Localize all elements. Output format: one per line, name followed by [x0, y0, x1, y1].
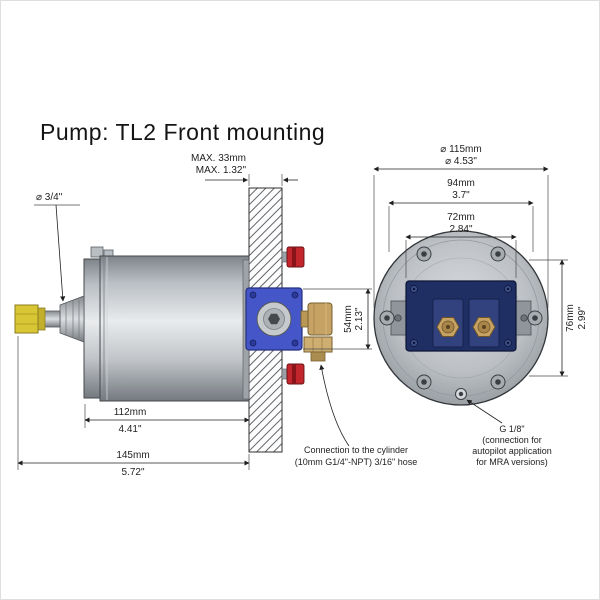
dim-bolt-circle: 94mm 3.7" [388, 178, 534, 252]
note-autopilot-connection: G 1/8" (connection for autopilot applica… [466, 399, 552, 467]
dim-body-length-in-label: 4.41" [118, 424, 141, 435]
autopilot-port [455, 388, 467, 400]
shaft-nut [14, 304, 39, 334]
flange-bolts [379, 246, 543, 390]
dim-bolt-circle-mm-label: 94mm [447, 178, 475, 189]
front-view: ⌀ 115mm ⌀ 4.53" 94mm 3.7" 72mm 2.84" 76m… [373, 144, 588, 406]
note-autopilot-line4: for MRA versions) [476, 457, 548, 467]
dim-block-height-in-label: 2.13" [354, 307, 365, 330]
block-screw [291, 339, 299, 347]
note-autopilot-line1: G 1/8" [499, 424, 524, 434]
dim-wall-thickness: MAX. 33mm MAX. 1.32" [191, 153, 298, 186]
flange-bolt [490, 246, 506, 262]
dim-shaft-dia-label: ⌀ 3/4" [36, 192, 63, 203]
mount-block [245, 287, 303, 351]
dim-plate-height-mm-label: 76mm [565, 304, 576, 332]
flange-bolt [379, 310, 395, 326]
dim-plate-width: 72mm 2.84" [405, 212, 517, 278]
dim-block-height-mm-label: 54mm [343, 305, 354, 333]
bleed-valve-top [281, 246, 305, 268]
flange-bolt [490, 374, 506, 390]
port-fittings [436, 317, 496, 337]
dim-flange-dia-mm-label: ⌀ 115mm [440, 144, 481, 155]
dim-body-length-mm-label: 112mm [114, 407, 147, 418]
flange-bolt [416, 246, 432, 262]
shaft-washer [37, 307, 46, 331]
dim-wall-in-label: MAX. 1.32" [196, 165, 247, 176]
dim-block-height: 54mm 2.13" [303, 288, 372, 350]
note-autopilot-line3: autopilot application [472, 446, 552, 456]
hose-stub [310, 351, 326, 362]
dim-flange-dia-in-label: ⌀ 4.53" [445, 156, 477, 167]
end-cap [83, 258, 101, 399]
note-autopilot-line2: (connection for [482, 435, 542, 445]
side-view: MAX. 33mm MAX. 1.32" ⌀ 3/4" 54mm 2.13" [14, 153, 372, 478]
note-cylinder-line1: Connection to the cylinder [304, 445, 408, 455]
elbow-hex-nut [303, 336, 333, 353]
ear-screw-right [520, 314, 528, 322]
flange-bolt [527, 310, 543, 326]
dim-plate-height: 76mm 2.99" [529, 259, 588, 377]
elbow-fitting [300, 302, 333, 362]
pump-body [83, 246, 250, 402]
hex-socket [268, 313, 280, 325]
ear-screw-left [394, 314, 402, 322]
dim-plate-height-in-label: 2.99" [577, 306, 588, 329]
dim-shaft-diameter: ⌀ 3/4" [34, 192, 80, 302]
dim-body-length: 112mm 4.41" [84, 404, 250, 470]
note-cylinder-connection: Connection to the cylinder (10mm G1/4"-N… [295, 364, 417, 467]
note-cylinder-line2: (10mm G1/4"-NPT) 3/16" hose [295, 457, 417, 467]
shaft-assembly [14, 295, 85, 343]
block-screw [249, 339, 257, 347]
dim-plate-width-in-label: 2.84" [449, 224, 472, 235]
page-title: Pump: TL2 Front mounting [40, 119, 325, 145]
mounting-plate [405, 280, 517, 352]
bleed-valve-bottom [281, 363, 305, 385]
dim-flange-diameter: ⌀ 115mm ⌀ 4.53" [373, 144, 549, 308]
dim-wall-mm-label: MAX. 33mm [191, 153, 246, 164]
dim-overall-length: 145mm 5.72" [17, 336, 250, 478]
block-screw [249, 291, 257, 299]
dim-overall-length-in-label: 5.72" [121, 467, 144, 478]
dim-bolt-circle-in-label: 3.7" [452, 190, 470, 201]
flange-bolt [416, 374, 432, 390]
dim-plate-width-mm-label: 72mm [447, 212, 475, 223]
dim-overall-length-mm-label: 145mm [116, 450, 149, 461]
block-screw [291, 291, 299, 299]
vent-plug [90, 246, 104, 258]
shaft-cone [59, 295, 85, 343]
